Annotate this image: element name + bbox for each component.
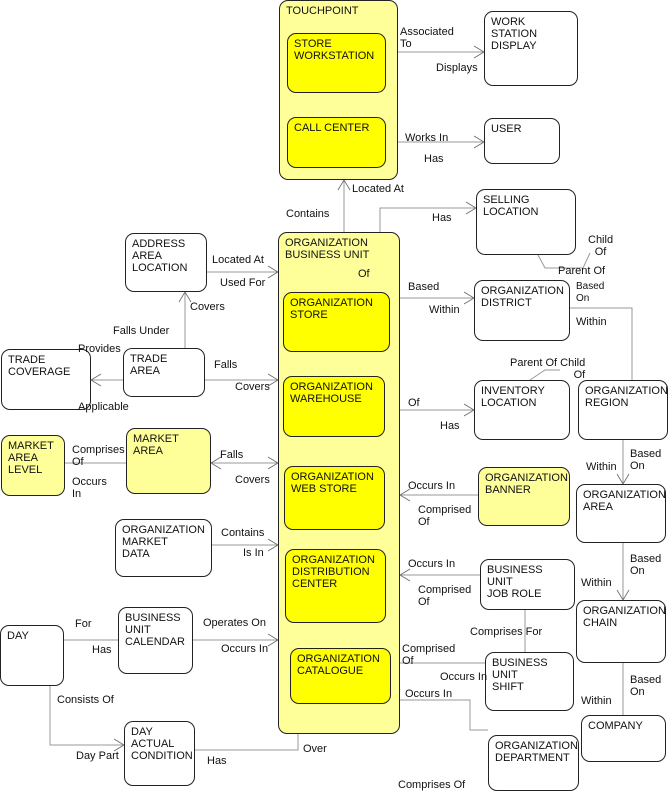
label-applicable: Applicable [78, 401, 129, 413]
label-comprises-of-dept: Comprises Of [398, 779, 466, 791]
label-covers-market: Covers [235, 474, 270, 486]
label-has-selling: Has [432, 212, 452, 224]
label-located-at: Located At [352, 183, 404, 195]
label-within-region: Within [586, 461, 617, 473]
label-covers-trade: Covers [235, 381, 270, 393]
label-covers-addr: Covers [190, 301, 225, 313]
label-area-based-on: Based On [630, 553, 662, 577]
entity-market-area[interactable]: MARKET AREA [126, 428, 211, 494]
crowfoot-8 [399, 568, 411, 582]
entity-organization-market-data[interactable]: ORGANIZATION MARKET DATA [115, 519, 212, 577]
entity-selling-location[interactable]: SELLING LOCATION [476, 189, 576, 255]
rel-inventory-self [529, 369, 560, 381]
label-has-day: Has [92, 644, 112, 656]
entity-organization-department[interactable]: ORGANIZATION DEPARTMENT [488, 735, 579, 791]
label-falls-market: Falls [220, 449, 244, 461]
crowfoot-14 [210, 456, 222, 470]
rel-selling-self [537, 252, 591, 269]
label-within-district: Within [429, 304, 460, 316]
entity-company[interactable]: COMPANY [581, 715, 666, 762]
entity-organization-district[interactable]: ORGANIZATION DISTRICT [474, 280, 570, 341]
entity-market-area-level[interactable]: MARKET AREA LEVEL [1, 435, 65, 496]
entity-organization-warehouse[interactable]: ORGANIZATION WAREHOUSE [283, 376, 385, 437]
crowfoot-11 [90, 373, 102, 387]
label-within-chain: Within [581, 695, 612, 707]
label-associated-to: Associated To [400, 26, 454, 50]
rel-bu-department [400, 699, 488, 731]
label-parent-of: Parent Of [558, 265, 606, 277]
label-chain-based-on: Based On [630, 674, 662, 698]
rel-condition-bu [195, 734, 299, 751]
label-parent-of-child-of: Parent Of Child Of [510, 357, 586, 381]
label-has-user: Has [424, 153, 444, 165]
label-displays: Displays [436, 62, 478, 74]
label-district-based-on: Based On [576, 281, 605, 304]
rel-day-condition [49, 686, 124, 746]
entity-business-unit-shift[interactable]: BUSINESS UNIT SHIFT [485, 652, 574, 711]
label-falls-under: Falls Under [113, 325, 170, 337]
label-occurs-in-market: Occurs In [72, 476, 107, 500]
label-occurs-in-dept: Occurs In [405, 688, 453, 700]
rel-bu-selling [379, 207, 476, 232]
label-within-area: Within [581, 577, 612, 589]
label-occurs-in-shift: Occurs In [440, 671, 488, 683]
label-operates-on: Operates On [203, 617, 266, 629]
entity-business-unit-job-role[interactable]: BUSINESS UNIT JOB ROLE [480, 559, 575, 610]
label-has-inventory: Has [440, 420, 460, 432]
label-comprised-of-jobrole: Comprised Of [418, 584, 472, 608]
label-based-district: Based [408, 281, 440, 293]
label-comprised-of-shift: Comprised Of [402, 643, 456, 667]
entity-day[interactable]: DAY [0, 625, 64, 686]
entity-organization-area[interactable]: ORGANIZATION AREA [576, 484, 666, 543]
label-comprised-of-banner: Comprised Of [418, 504, 472, 528]
entity-organization-store[interactable]: ORGANIZATION STORE [283, 292, 390, 352]
entity-day-actual-condition[interactable]: DAY ACTUAL CONDITION [124, 721, 195, 786]
entity-organization-chain[interactable]: ORGANIZATION CHAIN [576, 600, 666, 663]
entity-address-area-location[interactable]: ADDRESS AREA LOCATION [125, 233, 207, 292]
label-contains: Contains [286, 208, 330, 220]
label-of-bu: Of [358, 268, 370, 280]
crowfoot-4 [337, 179, 351, 191]
label-comprises-of-market: Comprises Of [72, 444, 125, 468]
label-occurs-in-banner: Occurs In [408, 480, 456, 492]
label-consists-of: Consists Of [57, 694, 114, 706]
label-child-of: Child Of [588, 234, 614, 258]
entity-call-center[interactable]: CALL CENTER [287, 117, 386, 168]
entity-organization-catalogue[interactable]: ORGANIZATION CATALOGUE [290, 648, 391, 704]
crowfoot-7 [399, 488, 411, 502]
label-contains-market: Contains [221, 527, 265, 539]
entity-store-workstation[interactable]: STORE WORKSTATION [287, 33, 386, 93]
label-has-cond: Has [207, 755, 227, 767]
label-falls-trade: Falls [214, 359, 238, 371]
crowfoot-10 [178, 291, 192, 303]
label-is-in: Is In [243, 547, 264, 559]
label-day-part: Day Part [76, 750, 119, 762]
label-comprises-for: Comprises For [470, 626, 543, 638]
entity-organization-banner[interactable]: ORGANIZATION BANNER [478, 467, 570, 526]
label-used-for: Used For [220, 277, 266, 289]
label-located-at-addr: Located At [212, 254, 264, 266]
entity-organization-region[interactable]: ORGANIZATION REGION [578, 380, 668, 440]
rel-district-region [570, 307, 633, 380]
entity-inventory-location[interactable]: INVENTORY LOCATION [474, 380, 570, 440]
label-district-within: Within [576, 316, 607, 328]
label-provides: Provides [78, 343, 121, 355]
label-works-in: Works In [405, 132, 449, 144]
entity-trade-area[interactable]: TRADE AREA [123, 348, 205, 397]
label-of-inventory: Of [408, 397, 420, 409]
entity-business-unit-calendar[interactable]: BUSINESS UNIT CALENDAR [118, 607, 193, 674]
entity-user[interactable]: USER [484, 118, 560, 164]
entity-organization-distribution-center[interactable]: ORGANIZATION DISTRIBUTION CENTER [285, 549, 386, 623]
label-for-day: For [75, 618, 92, 630]
label-occurs-in-cal: Occurs In [221, 643, 269, 655]
entity-organization-web-store[interactable]: ORGANIZATION WEB STORE [284, 466, 385, 530]
entity-work-station-display[interactable]: WORK STATION DISPLAY [484, 11, 578, 86]
label-over: Over [303, 743, 327, 755]
label-region-based-on: Based On [630, 448, 662, 472]
label-occurs-in-jobrole: Occurs In [408, 558, 456, 570]
entity-trade-coverage[interactable]: TRADE COVERAGE [1, 349, 91, 410]
